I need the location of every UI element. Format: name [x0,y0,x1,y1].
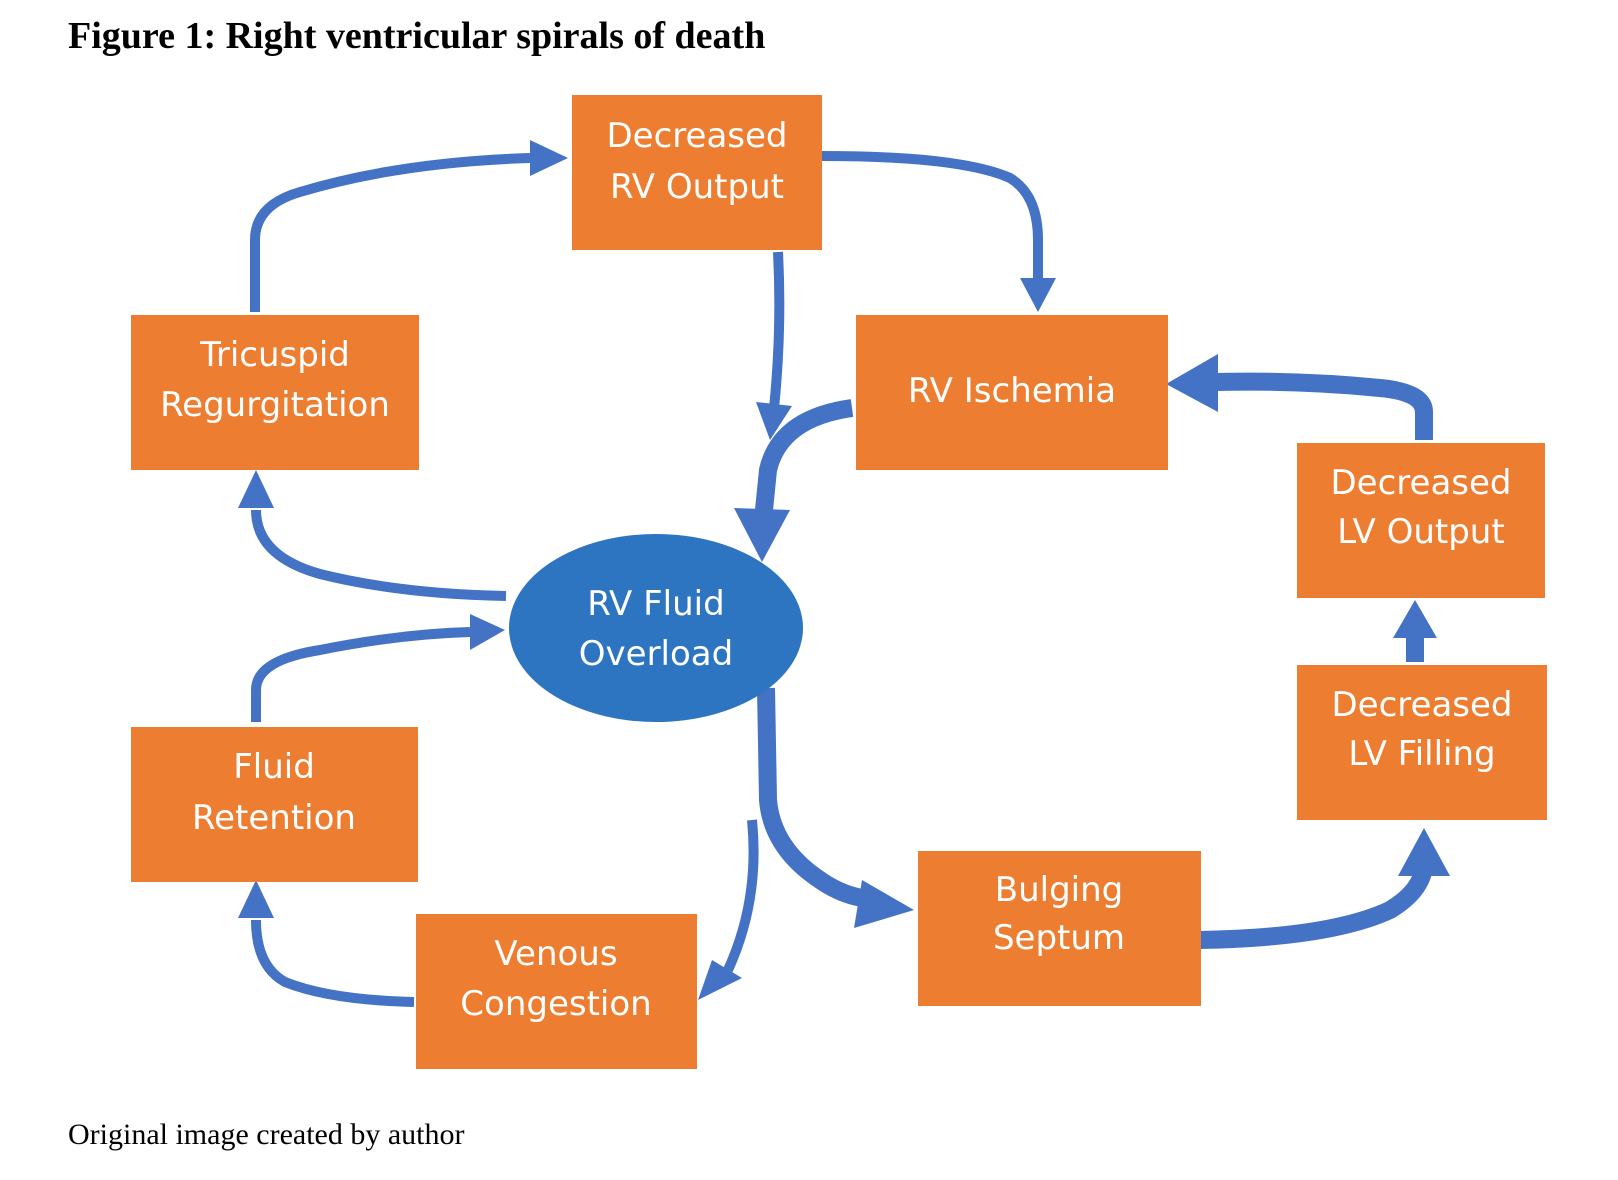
edge-overload-to-tricuspid [251,509,507,601]
node-rv-fluid-overload: RV Fluid Overload [509,534,803,722]
node-label-line: Bulging [995,870,1123,910]
edge-overload-to-venous-head [698,960,742,1000]
edge-lv-output-to-ischemia-head [1166,354,1218,412]
node-label-line: Overload [579,634,733,674]
node-label-line: Congestion [460,984,651,1024]
node-venous-congestion: Venous Congestion [416,914,697,1069]
edge-lv-output-to-ischemia [1213,372,1433,440]
node-label-line: Decreased [1331,463,1512,503]
edge-overload-to-septum [757,687,864,907]
node-label-line: Septum [993,918,1125,958]
node-decreased-lv-output: Decreased LV Output [1297,443,1545,598]
node-tricuspid-regurgitation: Tricuspid Regurgitation [131,315,419,470]
edge-rv-output-to-ischemia-head [1020,278,1056,312]
node-label-line: LV Filling [1348,734,1495,774]
node-label-line: Retention [192,798,356,838]
node-label-line: Fluid [233,747,315,787]
edge-overload-to-septum-head [854,880,914,928]
edge-venous-to-retention-head [238,880,274,918]
edge-lv-filling-to-lv-output-head [1393,600,1437,638]
edge-tricuspid-to-rv-output [250,153,531,312]
edge-ischemia-to-overload [755,399,854,511]
edge-septum-to-lv-filling [1197,865,1433,949]
node-bulging-septum: Bulging Septum [918,851,1201,1006]
node-label-line: Decreased [607,116,788,156]
figure-caption: Original image created by author [68,1118,465,1151]
edge-ischemia-to-overload-head [734,508,790,562]
edge-septum-to-lv-filling-head [1398,828,1450,876]
node-label-line: Tricuspid [199,335,350,375]
node-label-line: Venous [494,934,617,974]
edge-retention-to-overload [251,627,471,722]
edge-tricuspid-to-rv-output-head [530,140,568,176]
edge-rv-output-to-overload-head [756,402,792,440]
edge-rv-output-to-overload [769,251,785,409]
node-label-line: LV Output [1337,512,1504,552]
edge-overload-to-tricuspid-head [238,470,274,508]
edges [238,140,1450,1007]
node-decreased-rv-output: Decreased RV Output [572,95,822,250]
node-label-line: Regurgitation [160,385,390,425]
node-label-line: Decreased [1332,685,1513,725]
node-label-line: RV Output [610,167,784,207]
edge-rv-output-to-ischemia [821,151,1043,278]
node-fluid-retention: Fluid Retention [131,727,418,882]
node-label-line: RV Ischemia [908,371,1116,411]
edge-retention-to-overload-head [470,614,505,650]
node-label-line: RV Fluid [587,584,724,624]
edge-overload-to-venous [723,819,759,973]
node-decreased-lv-filling: Decreased LV Filling [1297,665,1547,820]
edge-venous-to-retention [251,919,415,1007]
node-rv-ischemia: RV Ischemia [856,315,1168,470]
figure-title: Figure 1: Right ventricular spirals of d… [68,15,766,57]
